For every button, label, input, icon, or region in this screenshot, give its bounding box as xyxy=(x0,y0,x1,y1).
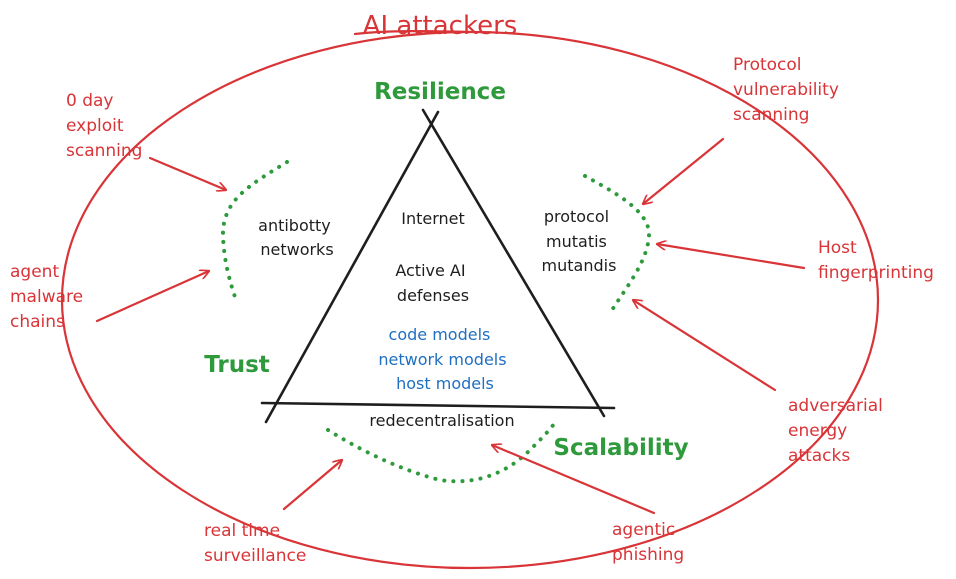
arrow-surveillance xyxy=(282,460,342,511)
attack-protocol-scan-label: Protocol vulnerability scanning xyxy=(733,55,844,125)
ellipse-overlap-stroke xyxy=(353,30,472,36)
arrow-zero-day xyxy=(148,156,226,190)
active-ai-defenses-label: Active AI defenses xyxy=(395,261,470,305)
attack-zero-day-label: 0 day exploit scanning xyxy=(66,91,142,161)
arrow-protocol-scan xyxy=(643,137,725,204)
internet-label: Internet xyxy=(401,209,465,228)
pillar-resilience: Resilience xyxy=(374,79,506,105)
protocol-mutatis-label: protocol mutatis mutandis xyxy=(542,207,617,275)
attack-host-fp-label: Host fingerprinting xyxy=(818,238,934,283)
arrow-agent-malware xyxy=(95,271,209,323)
pillar-scalability: Scalability xyxy=(553,435,688,461)
redecentralisation-label: redecentralisation xyxy=(369,411,514,430)
arrow-host-fp xyxy=(657,244,806,270)
models-list: code models network models host models xyxy=(378,325,511,393)
attack-agent-malware-label: agent malware chains xyxy=(10,262,89,332)
internet-triangle xyxy=(260,108,616,424)
arrow-adversarial xyxy=(633,300,777,392)
antibotty-networks-label: antibotty networks xyxy=(258,216,336,259)
attack-surveillance-label: real time surveillance xyxy=(204,521,306,566)
bottom-defense-arc xyxy=(326,422,556,484)
code-models-label: code models xyxy=(389,325,491,344)
host-models-label: host models xyxy=(396,374,494,393)
attack-phishing-label: agentic phishing xyxy=(612,520,684,565)
right-defense-arc xyxy=(583,174,652,312)
attack-adversarial-label: adversarial energy attacks xyxy=(788,396,888,466)
arrow-phishing xyxy=(492,445,656,515)
diagram-title: AI attackers xyxy=(363,11,518,41)
network-models-label: network models xyxy=(378,350,506,369)
pillar-trust: Trust xyxy=(204,352,270,378)
